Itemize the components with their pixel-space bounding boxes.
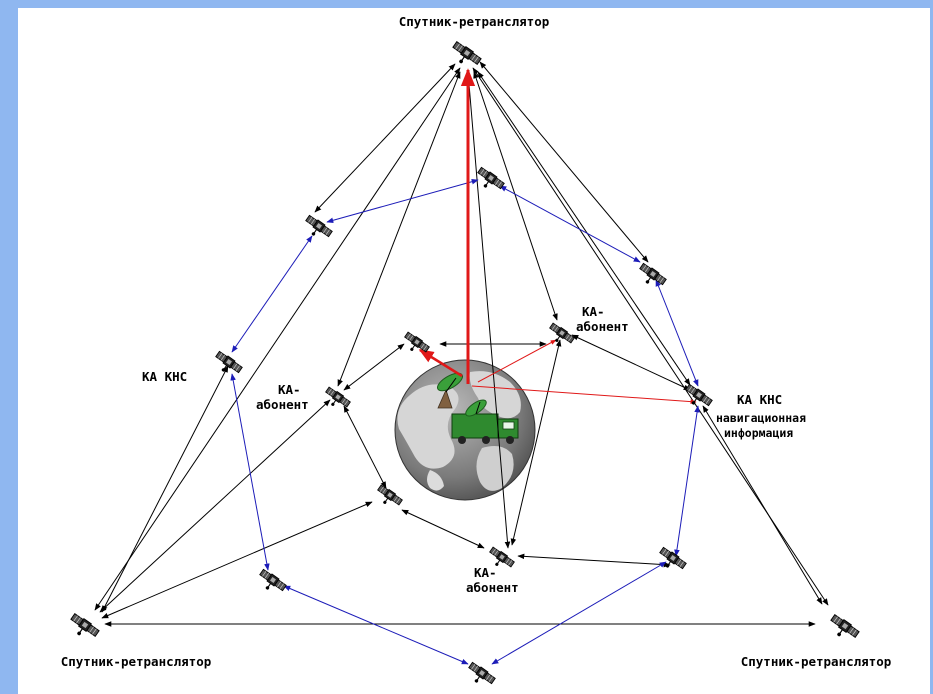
nav-link bbox=[471, 385, 697, 405]
link bbox=[343, 405, 387, 489]
link bbox=[491, 561, 667, 665]
relay-top-label: Спутник-ретранслятор bbox=[399, 14, 550, 29]
subscriber-right-label-line1: КА- bbox=[582, 304, 605, 319]
subscriber-left-label-line1: КА- bbox=[278, 382, 301, 397]
link bbox=[230, 373, 270, 571]
subscriber-bottom-label-line2: абонент bbox=[466, 580, 519, 595]
nav-link bbox=[418, 348, 463, 378]
subscriber-bottom-label-line1: КА- bbox=[474, 565, 497, 580]
link bbox=[283, 585, 469, 665]
link bbox=[702, 405, 823, 605]
link bbox=[231, 235, 313, 353]
link bbox=[674, 405, 700, 557]
red-nav-links bbox=[418, 68, 697, 405]
nav-info-label-line2: информация bbox=[724, 426, 793, 440]
link bbox=[343, 343, 405, 391]
link bbox=[326, 178, 479, 224]
link bbox=[510, 339, 562, 546]
link bbox=[401, 509, 485, 549]
relay-right-label: Спутник-ретранслятор bbox=[741, 654, 892, 669]
link bbox=[655, 279, 699, 387]
subscriber-right-label-line2: абонент bbox=[576, 319, 629, 334]
subscriber-left-label-line2: абонент bbox=[256, 397, 309, 412]
ka-kns-left-label: КА КНС bbox=[142, 369, 187, 384]
blue-kns-links bbox=[230, 178, 700, 665]
relay-left-label: Спутник-ретранслятор bbox=[61, 654, 212, 669]
ka-kns-right-label: КА КНС bbox=[737, 392, 782, 407]
link bbox=[101, 365, 229, 613]
link bbox=[465, 71, 511, 549]
nav-link bbox=[477, 339, 557, 383]
link bbox=[499, 185, 641, 263]
nav-info-label-line1: навигационная bbox=[716, 411, 806, 425]
